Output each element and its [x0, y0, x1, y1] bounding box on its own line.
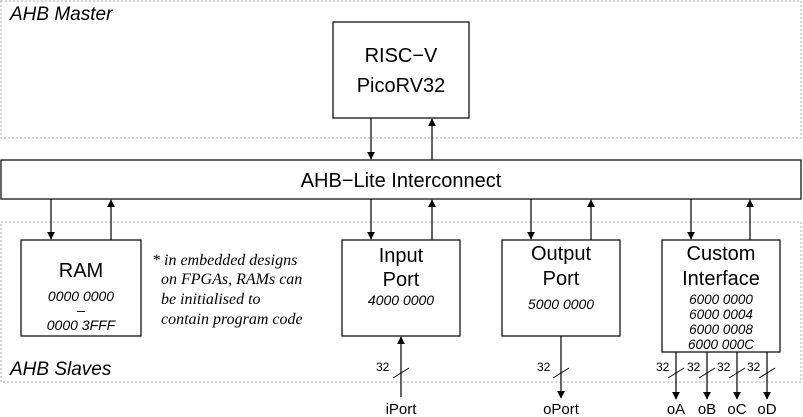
input-port-line2: Port — [383, 269, 420, 291]
note-line3: be initialised to — [161, 291, 261, 308]
interconnect-box — [0, 159, 802, 200]
interconnect-label: AHB−Lite Interconnect — [301, 170, 502, 192]
note-line1: * in embedded designs — [152, 252, 297, 269]
input-port-addr: 4000 0000 — [368, 292, 434, 308]
output-port-line2: Port — [543, 268, 580, 290]
iport-bus-slash — [392, 367, 410, 379]
cpu-box — [332, 21, 470, 119]
ram-title: RAM — [59, 260, 103, 282]
iport-signal-label: iPort — [386, 401, 418, 417]
oport-signal-label: oPort — [543, 401, 580, 417]
oa-bus-slash — [667, 367, 685, 379]
od-bus-slash — [758, 367, 776, 379]
oc-signal-label: oC — [727, 401, 746, 417]
cpu-label-line2: PicoRV32 — [357, 75, 446, 97]
note-line2: on FPGAs, RAMs can — [161, 271, 302, 288]
output-port-line1: Output — [531, 243, 591, 265]
oc-bus-slash — [728, 367, 746, 379]
input-port-box — [341, 239, 461, 337]
output-port-addr: 5000 0000 — [528, 296, 594, 312]
oport-bus-slash — [552, 367, 570, 379]
oa-bus-width: 32 — [656, 360, 670, 374]
slaves-region-label: AHB Slaves — [9, 359, 112, 380]
output-port-box — [501, 239, 621, 337]
input-port-line1: Input — [379, 245, 424, 267]
ram-addr-start: 0000 0000 — [48, 288, 114, 304]
od-bus-width: 32 — [747, 360, 761, 374]
ram-addr-dash: – — [77, 302, 85, 318]
custom-addr-3: 6000 000C — [688, 337, 754, 352]
master-region-label: AHB Master — [9, 4, 113, 25]
ram-box — [20, 239, 142, 337]
cpu-label-line1: RISC−V — [365, 45, 438, 67]
custom-addr-2: 6000 0008 — [689, 322, 753, 337]
ob-signal-label: oB — [698, 401, 716, 417]
custom-interface-box — [661, 239, 781, 353]
iport-bus-width: 32 — [376, 360, 390, 374]
custom-addr-0: 6000 0000 — [689, 292, 753, 307]
custom-addr-1: 6000 0004 — [689, 307, 753, 322]
ob-bus-slash — [698, 367, 716, 379]
oc-bus-width: 32 — [717, 360, 731, 374]
ram-addr-end: 0000 3FFF — [47, 317, 117, 333]
ob-bus-width: 32 — [687, 360, 701, 374]
oport-bus-width: 32 — [537, 360, 551, 374]
custom-line2: Interface — [682, 268, 760, 290]
master-region — [0, 0, 802, 139]
note-line4: contain program code — [161, 311, 303, 328]
custom-line1: Custom — [687, 243, 756, 265]
od-signal-label: oD — [757, 401, 776, 417]
oa-signal-label: oA — [667, 401, 685, 417]
